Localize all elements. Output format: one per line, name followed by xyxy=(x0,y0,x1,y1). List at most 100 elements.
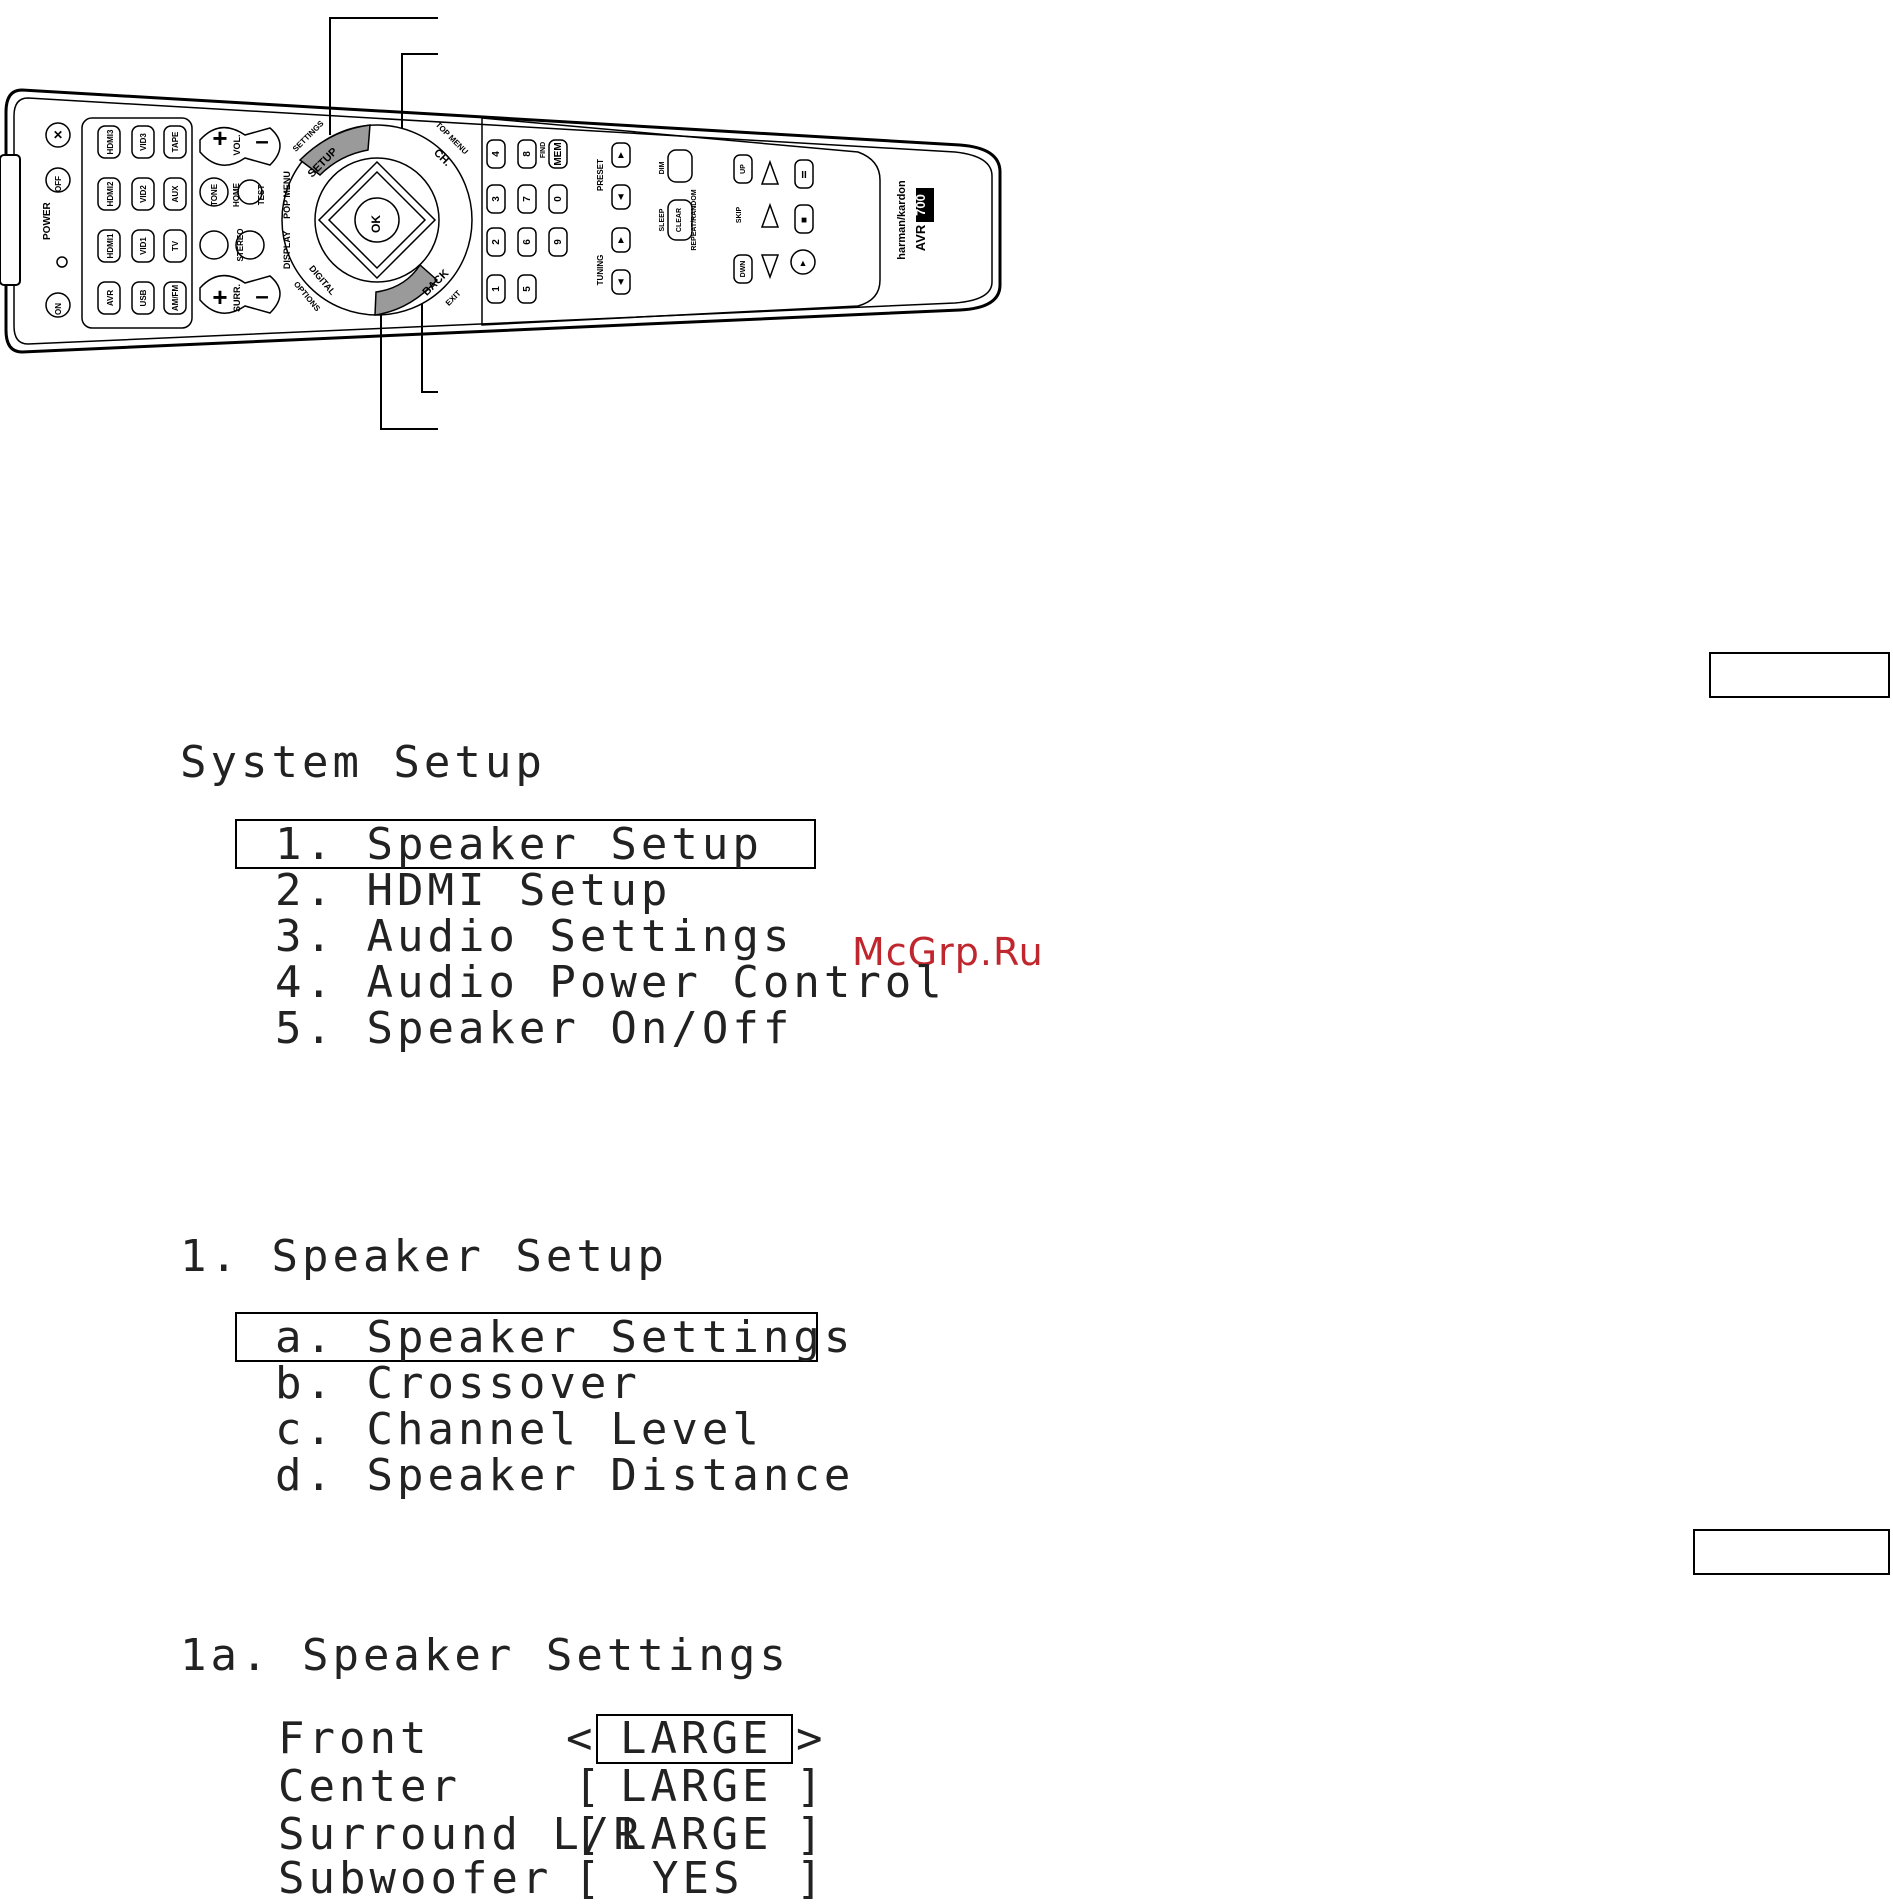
source-button-labels: HDMI3 HDMI2 HDMI1 AVR VID3 VID2 VID1 USB… xyxy=(106,129,180,311)
surr-plus-icon: + xyxy=(212,282,227,312)
bracket-open: [ xyxy=(574,1761,605,1812)
svg-text:2: 2 xyxy=(491,239,502,245)
menu-item-hdmi-setup[interactable]: 2. HDMI Setup xyxy=(275,865,672,916)
watermark: McGrp.Ru xyxy=(852,930,1044,974)
svg-text:9: 9 xyxy=(553,239,564,245)
svg-text:SLEEP: SLEEP xyxy=(659,208,666,231)
svg-text:TAPE: TAPE xyxy=(171,131,180,152)
speaker-row-value[interactable]: YES xyxy=(652,1853,744,1904)
model-number: 700 xyxy=(913,194,928,216)
menu-item-speaker-setup[interactable]: 1. Speaker Setup xyxy=(275,819,763,870)
dim-sleep-labels: DIM SLEEP CLEAR REPEAT/RANDOM xyxy=(659,161,698,250)
svg-text:0: 0 xyxy=(553,196,564,202)
stop-icon: ■ xyxy=(801,215,807,226)
brand-section: harman/kardon 700 AVR xyxy=(896,180,934,260)
volume-section xyxy=(199,126,281,314)
svg-text:TONE: TONE xyxy=(210,183,219,206)
speaker-setup-title: 1. Speaker Setup xyxy=(180,1231,668,1282)
off-label: OFF xyxy=(54,176,63,192)
on-label: ON xyxy=(54,303,63,315)
svg-text:VOL.: VOL. xyxy=(232,134,242,155)
selection-highlight xyxy=(235,819,816,869)
svg-text:TUNING: TUNING xyxy=(596,255,605,286)
blank-label-box-bottom xyxy=(1693,1529,1890,1575)
svg-text:HDMI3: HDMI3 xyxy=(106,129,115,154)
menu-item-speaker-settings[interactable]: a. Speaker Settings xyxy=(275,1312,855,1363)
speaker-row-value[interactable]: LARGE xyxy=(620,1761,773,1812)
svg-text:STEREO: STEREO xyxy=(236,229,245,262)
svg-text:POP MENU: POP MENU xyxy=(282,171,292,219)
model-prefix: AVR xyxy=(913,224,928,251)
speaker-row-label: Subwoofer xyxy=(278,1853,553,1904)
svg-text:MEM: MEM xyxy=(553,142,564,165)
brand-logo: harman/kardon xyxy=(896,180,908,260)
system-setup-title: System Setup xyxy=(180,737,546,788)
svg-text:VID1: VID1 xyxy=(139,237,148,255)
svg-text:4: 4 xyxy=(491,151,502,157)
svg-text:▲: ▲ xyxy=(616,150,626,161)
speaker-row-label: Surround L/R xyxy=(278,1809,644,1860)
bracket-close: ] xyxy=(796,1809,827,1860)
menu-item-audio-settings[interactable]: 3. Audio Settings xyxy=(275,911,794,962)
speaker-row-label: Front xyxy=(278,1713,431,1764)
svg-text:3: 3 xyxy=(491,196,502,202)
power-label: POWER xyxy=(42,201,53,240)
power-section: POWER OFF ON ✕ xyxy=(42,122,71,318)
svg-text:HDMI2: HDMI2 xyxy=(106,181,115,206)
preset-tuning xyxy=(611,142,631,295)
menu-item-channel-level[interactable]: c. Channel Level xyxy=(275,1404,763,1455)
svg-text:AM/FM: AM/FM xyxy=(171,285,180,312)
svg-text:HDMI1: HDMI1 xyxy=(106,233,115,258)
svg-text:REPEAT/RANDOM: REPEAT/RANDOM xyxy=(691,189,698,250)
remote-body xyxy=(0,88,1002,354)
left-arrow-icon[interactable]: < xyxy=(566,1713,597,1764)
svg-text:7: 7 xyxy=(522,196,533,202)
svg-text:AVR: AVR xyxy=(106,290,115,307)
surr-minus-icon: – xyxy=(255,283,268,310)
svg-text:SKIP: SKIP xyxy=(736,207,743,224)
nav-wheel xyxy=(281,124,473,316)
bracket-close: ] xyxy=(796,1761,827,1812)
speaker-row-label: Center xyxy=(278,1761,461,1812)
pause-icon: II xyxy=(801,170,807,181)
bracket-open: [ xyxy=(574,1809,605,1860)
svg-text:8: 8 xyxy=(522,151,533,157)
svg-text:EXIT: EXIT xyxy=(444,289,463,308)
source-buttons xyxy=(97,125,187,315)
svg-text:▼: ▼ xyxy=(616,192,626,203)
svg-text:TEST: TEST xyxy=(257,185,266,206)
svg-text:TV: TV xyxy=(171,240,180,251)
svg-text:DISPLAY: DISPLAY xyxy=(282,231,292,269)
speaker-row-value[interactable]: LARGE xyxy=(620,1713,773,1764)
svg-text:FIND: FIND xyxy=(540,142,547,158)
remote-control-illustration: POWER OFF ON ✕ HDMI3 HDMI2 HDMI1 AVR VID… xyxy=(0,17,1002,430)
svg-text:5: 5 xyxy=(522,286,533,292)
svg-text:DIM: DIM xyxy=(659,161,666,174)
bracket-open: [ xyxy=(574,1853,605,1904)
number-pad-labels: 4 3 2 1 8 7 6 5 MEM 0 9 FIND xyxy=(491,142,564,292)
selection-highlight xyxy=(596,1714,793,1764)
menu-item-speaker-distance[interactable]: d. Speaker Distance xyxy=(275,1450,855,1501)
svg-text:▼: ▼ xyxy=(616,277,626,288)
svg-text:USB: USB xyxy=(139,289,148,306)
svg-text:1: 1 xyxy=(491,286,502,292)
svg-text:▲: ▲ xyxy=(616,235,626,246)
right-arrow-icon[interactable]: > xyxy=(796,1713,827,1764)
svg-text:VID3: VID3 xyxy=(139,133,148,151)
preset-tuning-labels: PRESET TUNING ▲ ▼ ▲ ▼ xyxy=(596,150,626,288)
vol-minus-icon: – xyxy=(255,128,268,155)
blank-label-box-top xyxy=(1709,652,1890,698)
menu-item-audio-power-control[interactable]: 4. Audio Power Control xyxy=(275,957,946,1008)
speaker-settings-title: 1a. Speaker Settings xyxy=(180,1630,790,1681)
svg-text:PRESET: PRESET xyxy=(596,159,605,191)
svg-text:AUX: AUX xyxy=(171,185,180,203)
bracket-close: ] xyxy=(796,1853,827,1904)
menu-item-speaker-on-off[interactable]: 5. Speaker On/Off xyxy=(275,1003,794,1054)
speaker-row-value[interactable]: LARGE xyxy=(620,1809,773,1860)
svg-text:6: 6 xyxy=(522,239,533,245)
number-pad xyxy=(486,139,568,304)
menu-item-crossover[interactable]: b. Crossover xyxy=(275,1358,641,1409)
mute-icon: ✕ xyxy=(53,128,63,142)
eject-icon: ▲ xyxy=(799,258,808,268)
volume-labels: + – VOL. + – SURR. TONE HOME TEST STEREO xyxy=(210,123,269,312)
